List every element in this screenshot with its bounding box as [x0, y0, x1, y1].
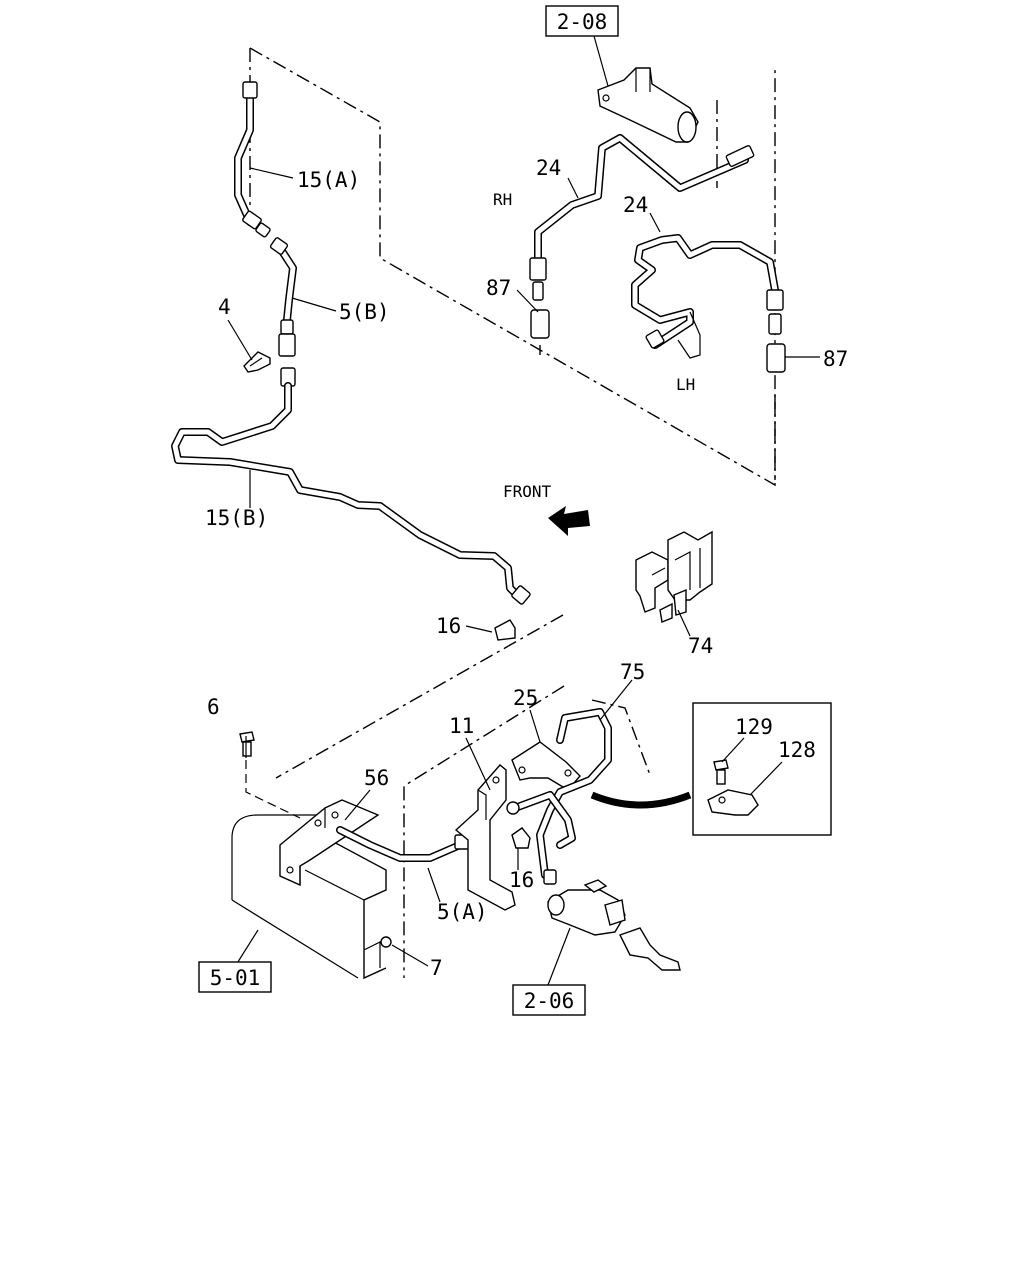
callout-56: 56: [364, 766, 389, 790]
bracket-56: [279, 799, 380, 887]
detail-box: [692, 702, 832, 836]
callout-24-rh: 24: [536, 156, 561, 180]
ref-5-01-label: 5-01: [210, 966, 261, 990]
clamp-128: [707, 789, 759, 816]
pipe-75: [506, 708, 612, 885]
callout-25: 25: [513, 686, 538, 710]
callout-87-rh: 87: [486, 276, 511, 300]
callout-5b: 5(B): [339, 300, 390, 324]
callout-74: 74: [688, 634, 713, 658]
callout-11: 11: [449, 714, 474, 738]
detail-pointer-arrow: [590, 791, 692, 809]
front-label: FRONT: [503, 482, 552, 501]
clip-16-bottom: [511, 827, 531, 849]
callout-16-bottom: 16: [509, 868, 534, 892]
bracket-74: [635, 530, 713, 623]
callout-129: 129: [735, 715, 773, 739]
pipe-24-lh: [631, 234, 786, 373]
pipe-24-rh: [529, 134, 755, 339]
slave-cylinder-ref-2-06: [547, 879, 681, 971]
bolt-129: [713, 759, 729, 785]
front-arrow-icon: [548, 506, 590, 536]
callout-128: 128: [778, 738, 816, 762]
bracket-11: [454, 764, 516, 911]
callout-87-lh: 87: [823, 347, 848, 371]
callout-5a: 5(A): [437, 900, 488, 924]
callout-15b: 15(B): [205, 506, 268, 530]
bracket-25: [511, 741, 581, 791]
clip-4: [243, 351, 271, 373]
master-cylinder-ref-2-08: [597, 67, 699, 143]
ref-box-5-01[interactable]: 5-01: [198, 961, 272, 993]
ref-box-2-08[interactable]: 2-08: [545, 5, 619, 37]
lh-label: LH: [676, 375, 695, 394]
callout-16-top: 16: [436, 614, 461, 638]
hose-5b: [269, 237, 297, 357]
bolt-6: [239, 731, 255, 757]
callout-6: 6: [207, 695, 220, 719]
ref-2-08-label: 2-08: [557, 10, 608, 34]
callout-24-lh: 24: [623, 193, 648, 217]
ref-2-06-label: 2-06: [524, 989, 575, 1013]
leader-lines: [227, 35, 820, 986]
ref-box-2-06[interactable]: 2-06: [512, 984, 586, 1016]
callout-7: 7: [430, 956, 443, 980]
clip-16-top: [494, 619, 516, 641]
pipe-15b: [171, 367, 531, 605]
rh-label: RH: [493, 190, 512, 209]
callout-75: 75: [620, 660, 645, 684]
hose-15a: [234, 81, 271, 238]
callout-15a: 15(A): [297, 168, 360, 192]
callout-4: 4: [218, 295, 231, 319]
